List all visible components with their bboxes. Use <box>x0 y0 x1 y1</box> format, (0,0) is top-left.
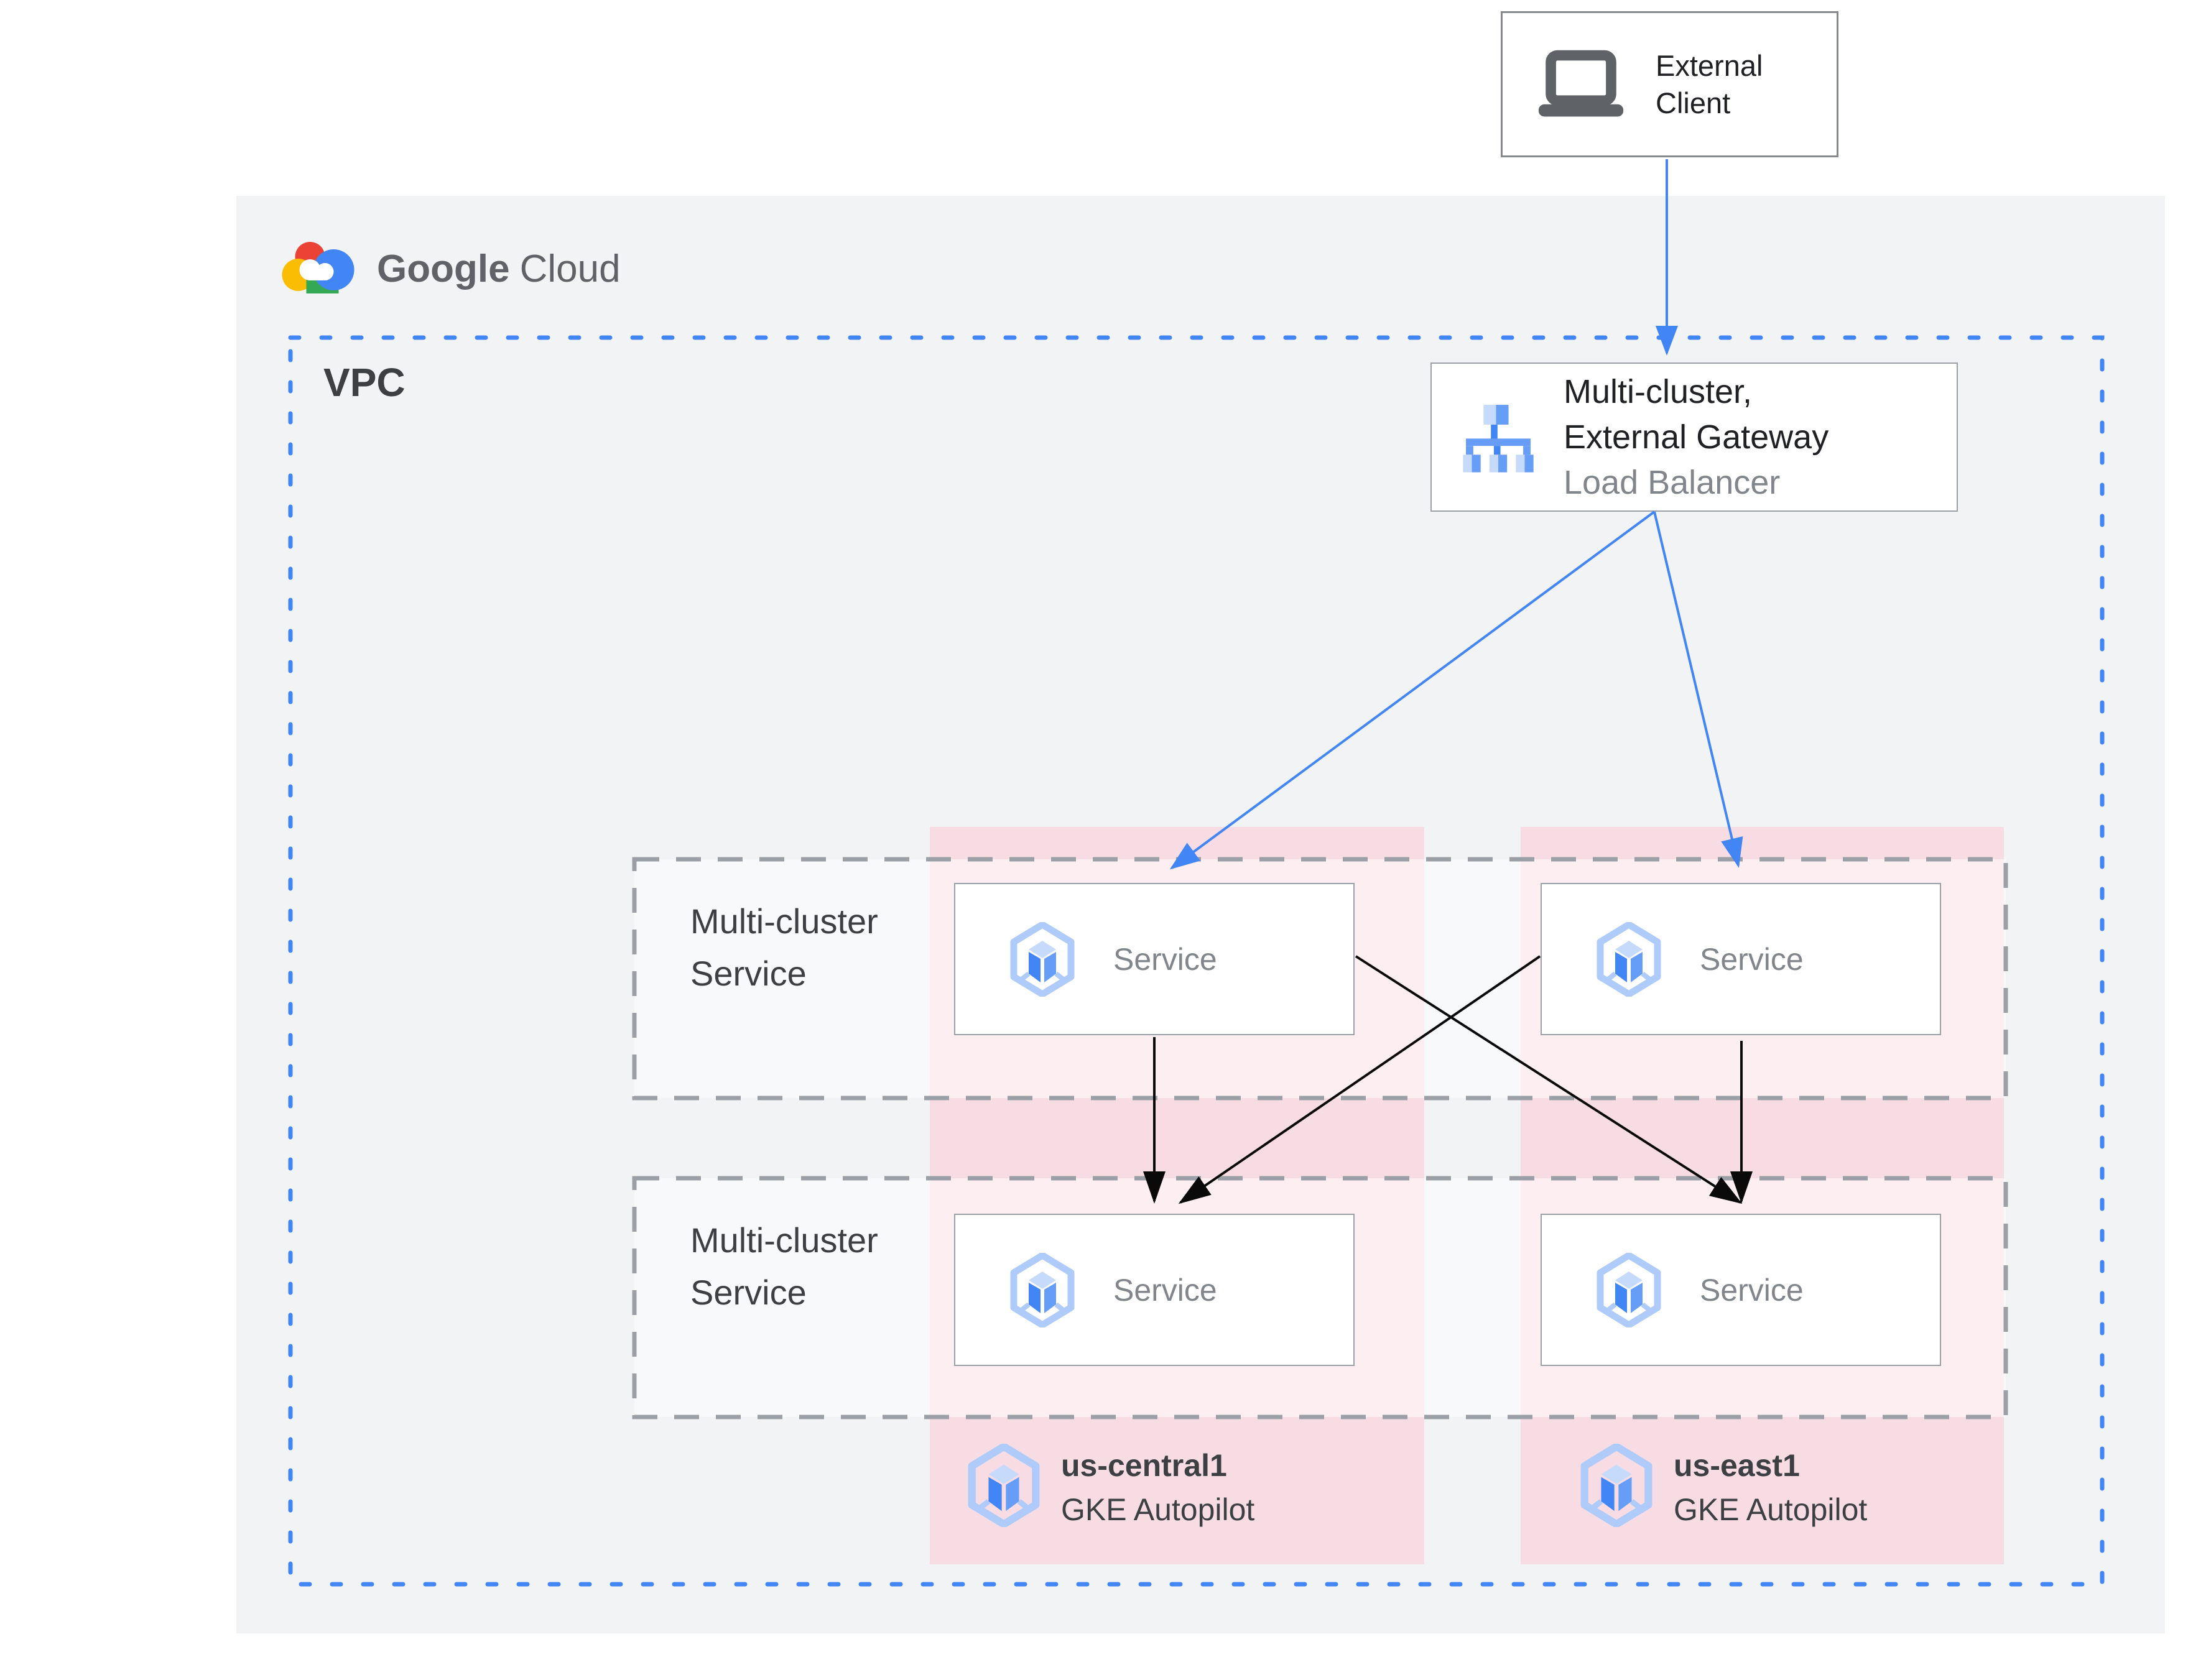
load-balancer-icon <box>1463 405 1534 473</box>
row2-label-line2: Service <box>690 1273 807 1312</box>
gateway-line2: External Gateway <box>1564 418 1829 456</box>
cluster-caption-us-east1: us-east1 GKE Autopilot <box>1580 1444 1867 1532</box>
gateway-label: Multi-cluster, External Gateway Load Bal… <box>1564 369 1829 505</box>
gke-service-icon <box>1597 1252 1661 1327</box>
cluster-name: us-east1 <box>1674 1448 1800 1483</box>
external-client-line2: Client <box>1656 86 1731 119</box>
service-label: Service <box>1700 941 1804 977</box>
row1-label-line2: Service <box>690 954 807 993</box>
cluster-type: GKE Autopilot <box>1061 1492 1255 1527</box>
google-cloud-icon <box>282 242 355 293</box>
row2-label-line1: Multi-cluster <box>690 1221 878 1260</box>
service-node-us-central1-row1: Service <box>954 883 1355 1035</box>
cluster-text: us-east1 GKE Autopilot <box>1674 1444 1867 1532</box>
cluster-name: us-central1 <box>1061 1448 1227 1483</box>
logo-word-cloud: Cloud <box>519 247 621 290</box>
gke-service-icon <box>1597 921 1661 997</box>
laptop-icon <box>1538 50 1624 116</box>
multi-cluster-service-row1-label: Multi-cluster Service <box>690 895 952 1000</box>
external-client-node: External Client <box>1501 11 1838 157</box>
logo-word-google: Google <box>377 247 510 290</box>
gateway-load-balancer-node: Multi-cluster, External Gateway Load Bal… <box>1430 362 1958 512</box>
service-node-us-east1-row1: Service <box>1541 883 1941 1035</box>
cluster-caption-us-central1: us-central1 GKE Autopilot <box>968 1444 1254 1532</box>
gke-service-icon <box>1010 921 1075 997</box>
gateway-line1: Multi-cluster, <box>1564 372 1753 410</box>
service-label: Service <box>1113 941 1217 977</box>
cluster-type: GKE Autopilot <box>1674 1492 1868 1527</box>
multi-cluster-service-row2-label: Multi-cluster Service <box>690 1214 952 1319</box>
vpc-label: VPC <box>323 360 406 405</box>
external-client-line1: External <box>1656 48 1763 82</box>
row1-label-line1: Multi-cluster <box>690 902 878 941</box>
gateway-line3: Load Balancer <box>1564 463 1781 501</box>
service-node-us-central1-row2: Service <box>954 1214 1355 1366</box>
gke-cluster-icon <box>1580 1444 1652 1527</box>
service-node-us-east1-row2: Service <box>1541 1214 1941 1366</box>
gke-service-icon <box>1010 1252 1075 1327</box>
cluster-text: us-central1 GKE Autopilot <box>1061 1444 1254 1532</box>
gke-cluster-icon <box>968 1444 1040 1527</box>
service-label: Service <box>1700 1272 1804 1308</box>
external-client-label: External Client <box>1656 47 1763 122</box>
service-label: Service <box>1113 1272 1217 1308</box>
